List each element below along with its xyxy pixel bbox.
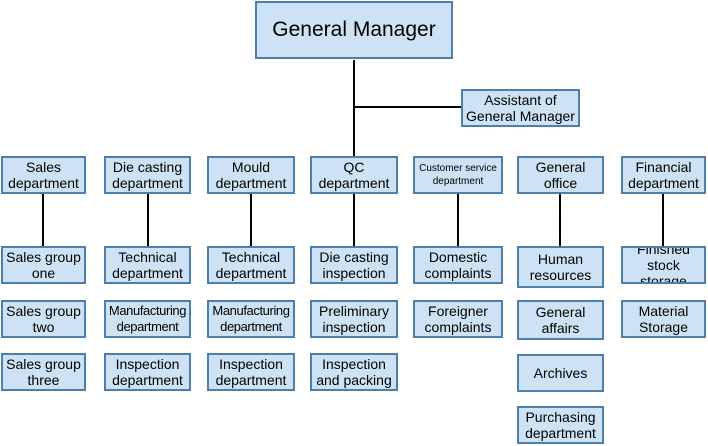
unit-box-die-casting-inspection: Die casting inspection bbox=[310, 246, 398, 284]
unit-box-preliminary-inspection: Preliminary inspection bbox=[310, 300, 398, 338]
unit-label: General affairs bbox=[535, 304, 586, 336]
unit-box-purchasing-department: Purchasing department bbox=[517, 406, 604, 444]
unit-label: Inspection department bbox=[215, 356, 287, 388]
unit-box-sales-group-three: Sales group three bbox=[1, 353, 86, 391]
unit-box-general-affairs: General affairs bbox=[517, 300, 604, 340]
department-box-general-office: General office bbox=[517, 156, 604, 194]
unit-box-die-casting-technical: Technical department bbox=[104, 246, 191, 284]
unit-label: Purchasing department bbox=[525, 409, 596, 441]
unit-label: Sales group one bbox=[6, 249, 81, 281]
unit-label: Foreigner complaints bbox=[424, 303, 492, 335]
unit-label: Inspection and packing bbox=[316, 356, 392, 388]
unit-box-material-storage: Material Storage bbox=[621, 300, 706, 338]
unit-box-mould-inspection: Inspection department bbox=[207, 353, 295, 391]
assistant-box: Assistant of General Manager bbox=[461, 89, 580, 127]
unit-box-mould-manufacturing: Manufacturing department bbox=[207, 300, 295, 338]
unit-box-die-casting-manufacturing: Manufacturing department bbox=[104, 300, 191, 338]
unit-box-inspection-and-packing: Inspection and packing bbox=[310, 353, 398, 391]
unit-label: Material Storage bbox=[638, 303, 689, 335]
assistant-label: Assistant of General Manager bbox=[466, 92, 575, 124]
unit-box-archives: Archives bbox=[517, 354, 604, 392]
unit-label: Sales group two bbox=[6, 303, 81, 335]
unit-label: Sales group three bbox=[6, 356, 81, 388]
unit-box-sales-group-two: Sales group two bbox=[1, 300, 86, 338]
department-label: Financial department bbox=[628, 159, 699, 191]
unit-label: Manufacturing department bbox=[108, 303, 187, 334]
general-manager-box: General Manager bbox=[255, 1, 453, 59]
unit-label: Technical department bbox=[112, 249, 183, 281]
department-label: Die casting department bbox=[112, 159, 183, 191]
department-label: General office bbox=[535, 159, 586, 191]
unit-label: Domestic complaints bbox=[424, 249, 492, 281]
unit-box-finished-stock-storage: Finished stock storage bbox=[621, 246, 706, 284]
unit-label: Manufacturing department bbox=[212, 303, 290, 334]
unit-label: Technical department bbox=[215, 249, 287, 281]
unit-box-foreigner-complaints: Foreigner complaints bbox=[413, 300, 503, 338]
unit-box-domestic-complaints: Domestic complaints bbox=[413, 246, 503, 284]
department-box-qc: QC department bbox=[310, 156, 398, 194]
general-manager-label: General Manager bbox=[272, 18, 436, 41]
unit-label: Human resources bbox=[529, 251, 592, 283]
unit-box-human-resources: Human resources bbox=[517, 246, 604, 288]
department-label: Customer service department bbox=[419, 163, 497, 187]
unit-box-mould-technical: Technical department bbox=[207, 246, 295, 284]
department-box-mould: Mould department bbox=[207, 156, 295, 194]
department-label: Sales department bbox=[8, 159, 79, 191]
unit-label: Finished stock storage bbox=[637, 246, 690, 284]
unit-box-sales-group-one: Sales group one bbox=[1, 246, 86, 284]
unit-label: Preliminary inspection bbox=[318, 303, 389, 335]
unit-label: Archives bbox=[533, 365, 588, 381]
department-label: Mould department bbox=[215, 159, 287, 191]
department-box-die-casting: Die casting department bbox=[104, 156, 191, 194]
department-box-financial: Financial department bbox=[621, 156, 706, 194]
unit-label: Die casting inspection bbox=[319, 249, 389, 281]
department-box-customer-service: Customer service department bbox=[413, 156, 503, 194]
department-box-sales: Sales department bbox=[1, 156, 86, 194]
unit-box-die-casting-inspection: Inspection department bbox=[104, 353, 191, 391]
department-label: QC department bbox=[318, 159, 390, 191]
unit-label: Inspection department bbox=[112, 356, 183, 388]
